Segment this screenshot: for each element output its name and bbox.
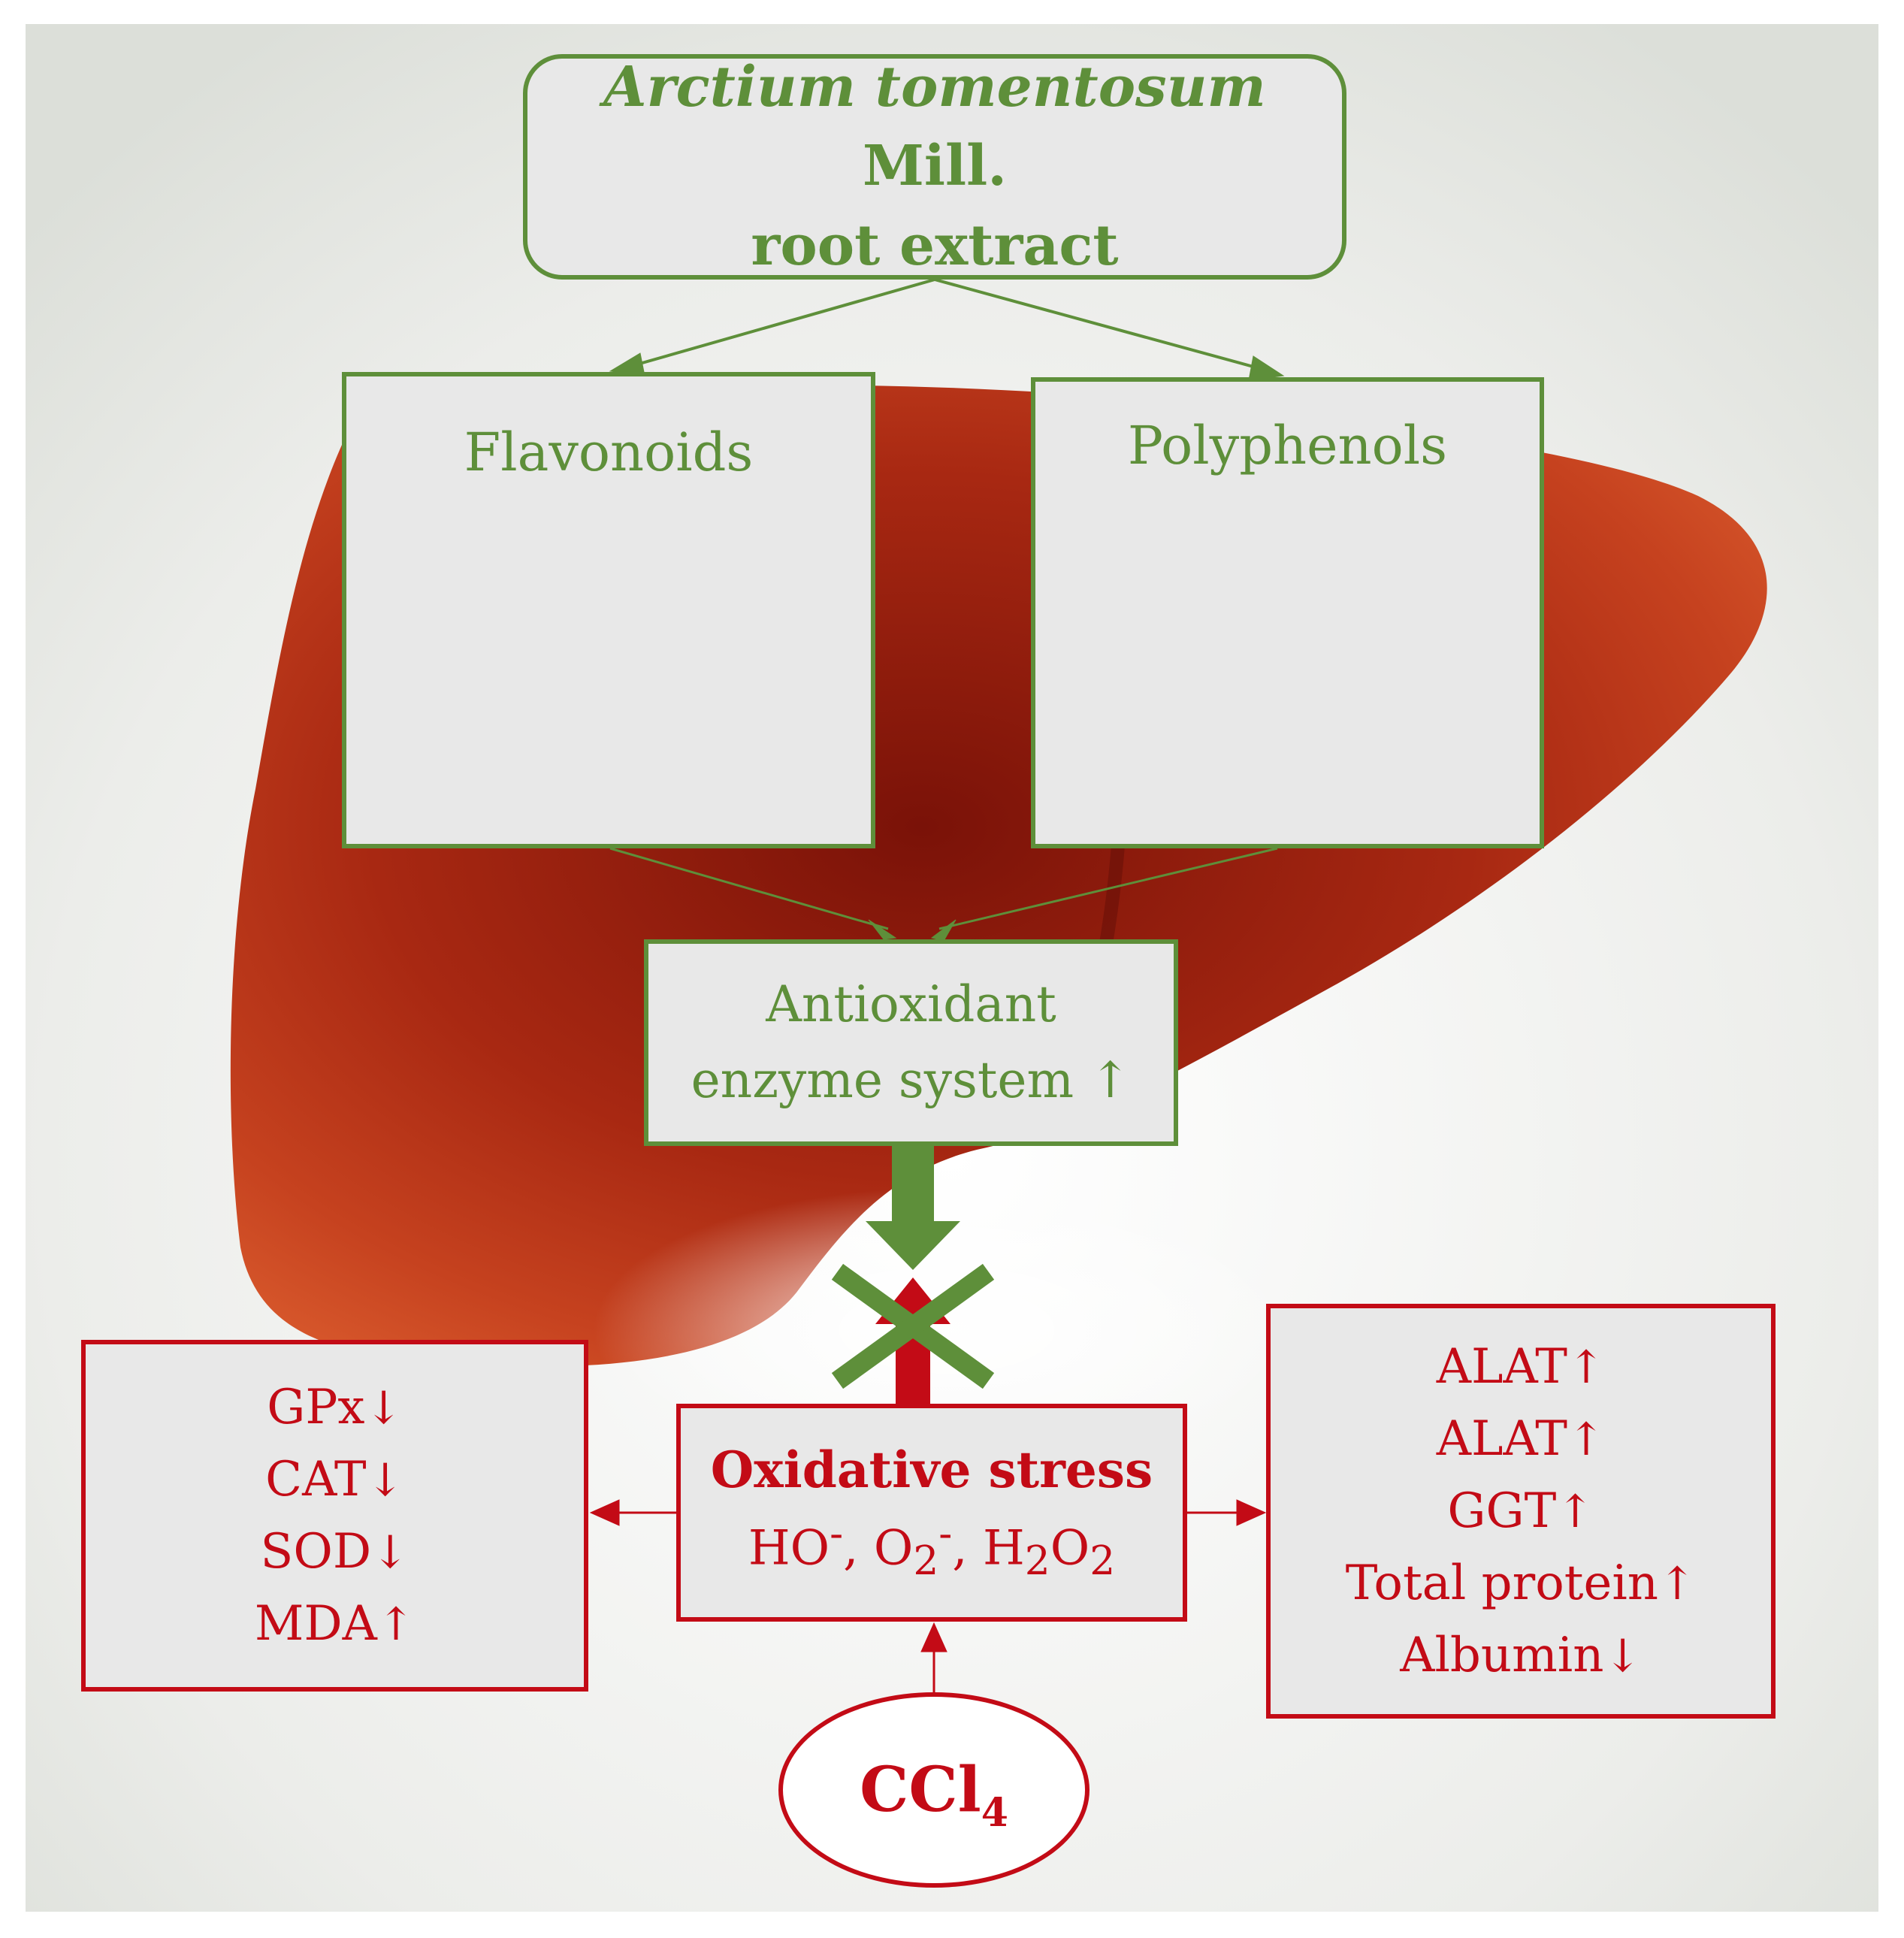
antioxidant-connectors <box>609 847 1278 942</box>
up-arrow-icon: ↑ <box>1658 1558 1697 1610</box>
antioxidant-line1: Antioxidant <box>766 975 1056 1034</box>
down-arrow-icon: ↓ <box>371 1526 410 1579</box>
up-arrow-icon: ↑ <box>376 1598 416 1651</box>
marker-total-protein: Total protein↑ <box>1345 1556 1697 1611</box>
toxin-label: CCl4 <box>860 1754 1008 1836</box>
extract-box: Arctium tomentosum Mill. root extract <box>523 54 1346 280</box>
oxidative-stress-box: Oxidative stress HO-, O2-, H2O2 <box>676 1404 1187 1622</box>
stress-connectors <box>589 1499 1267 1692</box>
down-arrow-icon: ↓ <box>366 1454 404 1507</box>
antioxidant-box: Antioxidant enzyme system ↑ <box>644 939 1178 1146</box>
oxidative-stress-title: Oxidative stress <box>710 1441 1153 1500</box>
flavonoids-title: Flavonoids <box>464 422 754 483</box>
up-arrow-icon: ↑ <box>1567 1341 1606 1394</box>
marker-mda: MDA↑ <box>254 1596 416 1652</box>
enzyme-markers-box: GPx↓ CAT↓ SOD↓ MDA↑ <box>81 1340 588 1692</box>
liver-markers-box: ALAT↑ ALAT↑ GGT↑ Total protein↑ Albumin↓ <box>1266 1304 1776 1719</box>
toxin-node: CCl4 <box>778 1692 1090 1888</box>
marker-sod: SOD↓ <box>260 1524 410 1580</box>
flavonoids-box: Flavonoids <box>342 372 875 848</box>
species-authority: Mill. <box>862 134 1007 199</box>
inhibition-arrow <box>866 1146 960 1270</box>
polyphenols-title: Polyphenols <box>1127 415 1448 476</box>
marker-albumin: Albumin↓ <box>1400 1628 1642 1683</box>
down-arrow-icon: ↓ <box>1603 1630 1642 1683</box>
marker-gpx: GPx↓ <box>267 1380 403 1435</box>
marker-cat: CAT↓ <box>265 1452 404 1507</box>
up-arrow-icon: ↑ <box>1567 1413 1606 1466</box>
reactive-species: HO-, O2-, H2O2 <box>748 1510 1116 1585</box>
extract-part: root extract <box>751 213 1119 278</box>
polyphenols-box: Polyphenols <box>1031 377 1544 848</box>
marker-alat: ALAT↑ <box>1436 1411 1606 1467</box>
extract-title: Arctium tomentosum Mill. <box>527 48 1342 206</box>
marker-alat: ALAT↑ <box>1436 1339 1606 1395</box>
antioxidant-line2: enzyme system ↑ <box>691 1051 1132 1109</box>
species-name: Arctium tomentosum <box>603 55 1266 120</box>
down-arrow-icon: ↓ <box>364 1382 403 1435</box>
up-arrow-icon: ↑ <box>1556 1486 1594 1538</box>
up-arrow-icon: ↑ <box>1090 1051 1132 1109</box>
blocked-cross-icon <box>831 1263 995 1389</box>
marker-ggt: GGT↑ <box>1447 1483 1594 1539</box>
